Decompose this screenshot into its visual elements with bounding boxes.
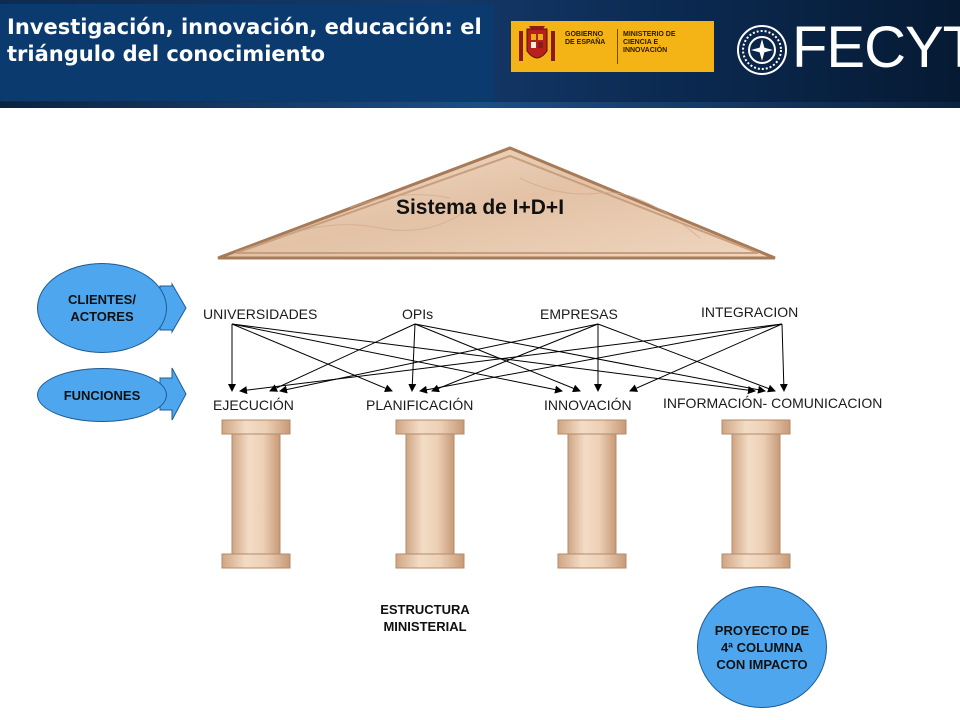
- diagram-area: Sistema de I+D+I CLIENTES/ ACTORES FUNCI…: [0, 108, 960, 720]
- function-planificacion: PLANIFICACIÓN: [366, 397, 474, 413]
- title-box: Investigación, innovación, educación: el…: [0, 4, 494, 101]
- government-logo: GOBIERNO DE ESPAÑA MINISTERIO DE CIENCIA…: [511, 21, 714, 72]
- functions-oval-label: FUNCIONES: [63, 387, 141, 403]
- government-text: GOBIERNO DE ESPAÑA: [565, 31, 606, 46]
- page-title: Investigación, innovación, educación: el…: [7, 15, 482, 66]
- pediment-label: Sistema de I+D+I: [395, 196, 565, 219]
- project-oval: PROYECTO DE 4ª COLUMNA CON IMPACTO: [697, 586, 827, 708]
- fecyt-wordmark: FECYT: [792, 15, 960, 80]
- function-ejecucion: EJECUCIÓN: [213, 397, 294, 413]
- header-bar: Investigación, innovación, educación: el…: [0, 0, 960, 108]
- logo-divider: [617, 29, 618, 64]
- pediment-roof: [217, 146, 776, 260]
- ministry-text: MINISTERIO DE CIENCIA E INNOVACIÓN: [623, 31, 676, 54]
- actor-empresas: EMPRESAS: [540, 306, 618, 322]
- project-oval-label: PROYECTO DE 4ª COLUMNA CON IMPACTO: [714, 622, 810, 672]
- actor-universidades: UNIVERSIDADES: [203, 306, 318, 322]
- column-3: [557, 419, 627, 569]
- function-innovacion: INNOVACIÓN: [544, 397, 632, 413]
- column-4: [721, 419, 791, 569]
- column-2: [395, 419, 465, 569]
- structure-label: ESTRUCTURA MINISTERIAL: [380, 602, 470, 634]
- functions-oval: FUNCIONES: [37, 368, 167, 422]
- actors-oval-label: CLIENTES/ ACTORES: [68, 292, 136, 324]
- actor-opis: OPIs: [402, 306, 434, 322]
- coat-of-arms-icon: [519, 26, 555, 61]
- actors-pointer: [159, 282, 187, 334]
- fecyt-emblem-icon: [737, 25, 787, 75]
- functions-pointer: [159, 367, 187, 421]
- actor-integracion: INTEGRACION: [701, 304, 799, 320]
- function-informacion-comunicacion: INFORMACIÓN- COMUNICACION: [663, 395, 883, 411]
- diagram-canvas: [159, 146, 791, 569]
- connection-arrows: [228, 323, 788, 395]
- actors-oval: CLIENTES/ ACTORES: [37, 263, 167, 353]
- column-1: [221, 419, 291, 569]
